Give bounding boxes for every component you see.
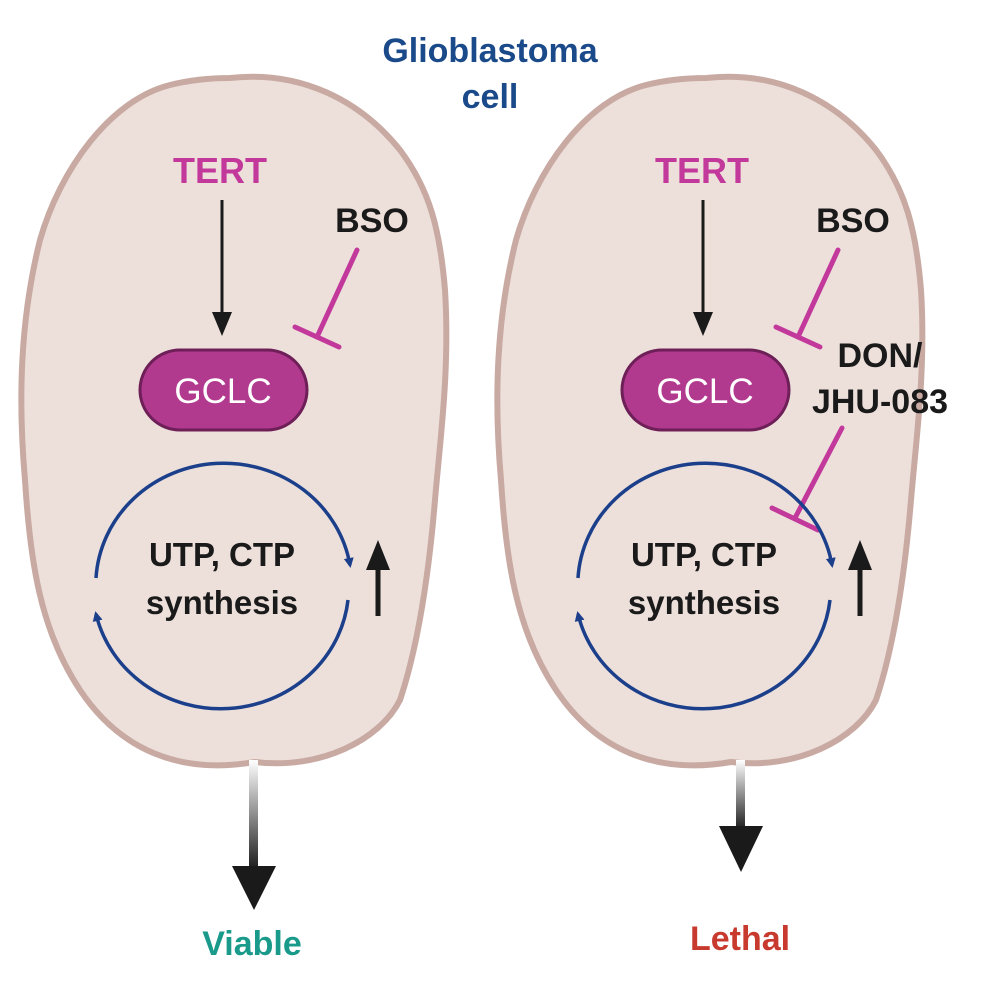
right-bso-inhibition [773,247,841,350]
right-tert-label: TERT [655,150,749,191]
right-cell: TERT BSO GCLC DON/ JHU-083 UTP, CTP synt… [494,73,948,769]
left-bso-label: BSO [335,202,409,240]
right-tert-arrow [693,200,713,336]
right-don-line2: JHU-083 [812,383,948,421]
right-increase-arrow [848,540,872,616]
right-synthesis-cycle [574,461,836,711]
right-outcome-label: Lethal [690,920,790,958]
left-synthesis-cycle [92,461,354,711]
left-tert-arrow [212,200,232,336]
left-gclc-label: GCLC [174,372,271,411]
right-outcome-arrow [719,760,763,872]
left-outcome-label: Viable [202,925,302,963]
right-cycle-line2: synthesis [628,584,780,621]
left-cycle-line2: synthesis [146,584,298,621]
left-cell: TERT BSO GCLC UTP, CTP synthesis [18,73,450,769]
right-don-inhibition [769,425,845,533]
title-line1: Glioblastoma [382,32,598,70]
left-bso-inhibition [292,247,360,350]
left-gclc-node: GCLC [138,348,309,432]
right-gclc-node: GCLC [620,348,791,432]
right-cycle-line1: UTP, CTP [631,536,777,573]
left-increase-arrow [366,540,390,616]
right-don-line1: DON/ [838,337,924,375]
left-outcome-arrow [232,760,276,910]
title-line2: cell [462,78,519,116]
left-tert-label: TERT [173,150,267,191]
left-cycle-line1: UTP, CTP [149,536,295,573]
right-bso-label: BSO [816,202,890,240]
right-gclc-label: GCLC [656,372,753,411]
